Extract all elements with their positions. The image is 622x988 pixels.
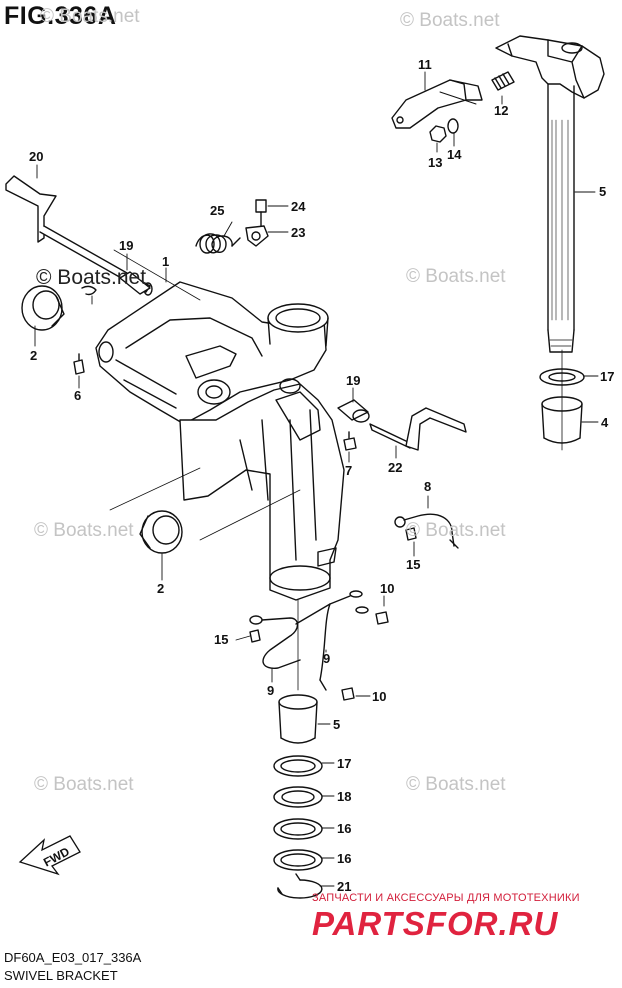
watermark-mid-right-2: © Boats.net [406, 520, 506, 541]
watermark-mid-left: © Boats.net [34, 520, 134, 541]
ground-cable-part-8 [295, 590, 369, 691]
callout-16: 17 [337, 756, 352, 771]
callout-9-lower: 10 [372, 689, 387, 704]
brand-subtitle: ЗАПЧАСТИ И АКСЕССУАРЫ ДЛЯ МОТОТЕХНИКИ [312, 892, 580, 904]
callout-5-right: 7 [345, 463, 353, 478]
callout-18-text: 21 [337, 879, 352, 894]
callout-19-top: 19 [119, 238, 134, 253]
pin-part-19-top [119, 271, 151, 295]
ground-cable-part-6 [394, 513, 459, 549]
bolt-part-23 [255, 199, 267, 227]
grease-nipple-part-5-left [73, 353, 85, 375]
callout-4: 5 [599, 184, 607, 199]
figure-name: SWIVEL BRACKET [4, 968, 118, 983]
callout-13: 13 [428, 155, 443, 170]
washer-part-17-lower [273, 786, 323, 808]
washer-part-15-upper [273, 818, 323, 840]
callout-6: 8 [424, 479, 432, 494]
callout-20: 20 [29, 149, 44, 164]
bushing-part-3-lower [278, 694, 318, 744]
callout-11: 11 [418, 57, 432, 72]
callout-2-lower: 2 [157, 581, 165, 596]
watermark-top: © Boats.net [40, 6, 140, 27]
bolt-part-9-upper [375, 611, 389, 625]
grease-nipple-part-5-right [343, 431, 357, 451]
brand-name: PARTSFOR.RU [312, 905, 559, 942]
callout-5-left: 6 [74, 388, 82, 403]
callout-14: 14 [447, 147, 462, 162]
callout-3-lower: 5 [333, 717, 341, 732]
watermark-left-dark: © Boats.net [36, 266, 147, 289]
nut-part-13 [429, 125, 447, 143]
watermark-mid-right: © Boats.net [406, 266, 506, 287]
callout-17-top: 17 [600, 369, 615, 384]
callout-7: 9 [267, 683, 275, 698]
stopper-part-22 [245, 225, 269, 247]
bolt-part-10-upper [405, 527, 417, 541]
spring-part-24 [195, 233, 241, 254]
callout-22: 23 [291, 225, 306, 240]
callout-18-label: 21 [337, 880, 351, 893]
fwd-arrow-icon: FWD [18, 835, 81, 876]
circlip-part-18 [277, 873, 323, 899]
ground-cable-part-7 [249, 615, 301, 669]
callout-12: 12 [494, 103, 509, 118]
callout-2-upper: 2 [30, 348, 38, 363]
alignment-lines [109, 249, 563, 691]
callout-21: 22 [388, 460, 403, 475]
steering-shaft-part-4 [495, 35, 605, 353]
watermark-top-right: © Boats.net [400, 10, 500, 31]
pin-part-19-right [337, 399, 370, 423]
washer-part-15-lower [273, 849, 323, 871]
callout-10-lower: 15 [214, 632, 229, 647]
callout-3-top: 4 [601, 415, 609, 430]
figure-title: FIG.336A [4, 2, 117, 30]
bracket-part-11 [391, 79, 483, 129]
callout-23: 24 [291, 199, 306, 214]
callout-8: 9 [323, 651, 331, 666]
watermark-bottom-right: © Boats.net [406, 774, 506, 795]
watermark-bottom-left: © Boats.net [34, 774, 134, 795]
callout-1: 1 [162, 254, 170, 269]
callout-15-b: 16 [337, 851, 352, 866]
callout-19-right: 19 [346, 373, 361, 388]
bolt-part-9-lower [341, 687, 355, 701]
washer-part-16 [273, 755, 323, 777]
callout-9-upper: 10 [380, 581, 395, 596]
callout-10-upper: 15 [406, 557, 421, 572]
cap-part-2-upper [21, 285, 65, 331]
callout-24: 25 [210, 203, 225, 218]
cap-part-2-lower [139, 510, 183, 554]
lever-part-21 [369, 407, 467, 451]
washer-part-14 [447, 118, 459, 134]
bolt-part-10-lower [249, 629, 261, 643]
callout-17-lower: 18 [337, 789, 352, 804]
leader-lines [34, 71, 599, 887]
callout-15-a: 16 [337, 821, 352, 836]
figure-code: DF60A_E03_017_336A [4, 950, 142, 965]
bolt-part-12 [491, 71, 515, 91]
swivel-bracket-part-1 [95, 281, 345, 601]
clip-part-25 [81, 285, 97, 296]
